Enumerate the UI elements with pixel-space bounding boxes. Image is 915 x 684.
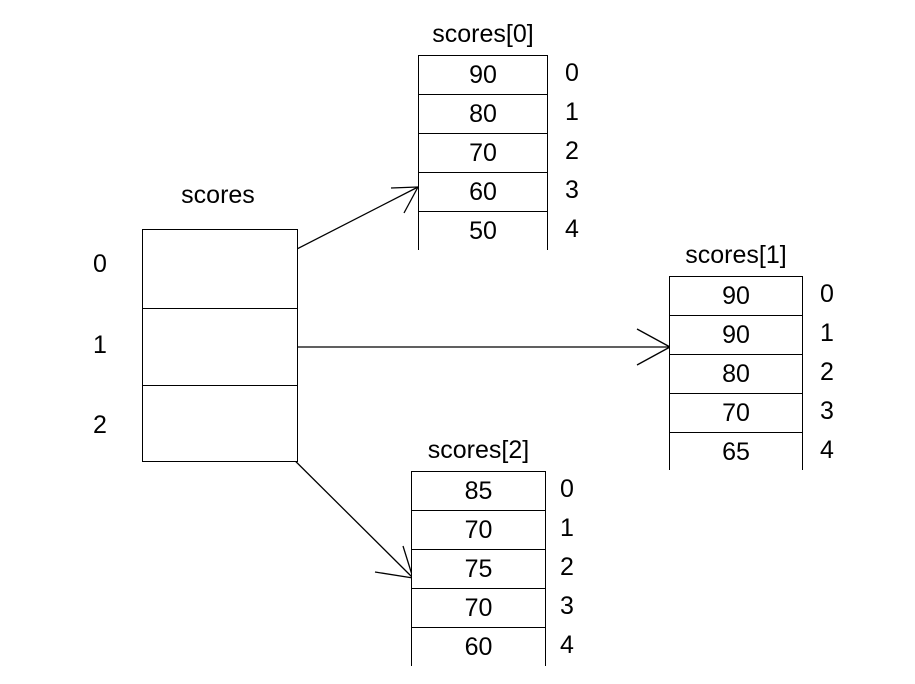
inner-array-1-index-4: 4 <box>820 436 834 464</box>
inner-array-1-box: 90 90 80 70 65 <box>669 276 803 471</box>
outer-array-title: scores <box>181 181 255 209</box>
inner-array-2-index-2: 2 <box>560 553 574 581</box>
inner-array-1-index-3: 3 <box>820 397 834 425</box>
inner-array-1-cell-4[interactable]: 65 <box>670 433 802 471</box>
inner-array-1-index-2: 2 <box>820 358 834 386</box>
inner-array-0-index-3: 3 <box>565 176 579 204</box>
inner-array-2-index-4: 4 <box>560 631 574 659</box>
inner-array-1-index-1: 1 <box>820 319 834 347</box>
arrow-to-scores-1 <box>251 328 671 366</box>
inner-array-1-index-0: 0 <box>820 280 834 308</box>
outer-array-index-0: 0 <box>93 250 107 278</box>
inner-array-0-cell-2[interactable]: 70 <box>419 134 547 173</box>
inner-array-0-cell-0[interactable]: 90 <box>419 56 547 95</box>
inner-array-2-cell-0[interactable]: 85 <box>412 472 545 511</box>
inner-array-2-cell-4[interactable]: 60 <box>412 628 545 667</box>
inner-array-0-index-0: 0 <box>565 59 579 87</box>
inner-array-0-cell-3[interactable]: 60 <box>419 173 547 212</box>
inner-array-0-index-2: 2 <box>565 137 579 165</box>
inner-array-2-index-0: 0 <box>560 475 574 503</box>
inner-array-1-cell-0[interactable]: 90 <box>670 277 802 316</box>
outer-array-cell-2[interactable] <box>143 386 297 460</box>
inner-array-2-index-3: 3 <box>560 592 574 620</box>
inner-array-2-box: 85 70 75 70 60 <box>411 471 546 667</box>
outer-array-cell-1[interactable] <box>143 309 297 386</box>
outer-array-cell-0[interactable] <box>143 230 297 309</box>
inner-array-2-cell-3[interactable]: 70 <box>412 589 545 628</box>
inner-array-1-cell-3[interactable]: 70 <box>670 394 802 433</box>
inner-array-1-title: scores[1] <box>685 241 787 269</box>
outer-array-box <box>142 229 298 462</box>
inner-array-0-box: 90 80 70 60 50 <box>418 55 548 251</box>
inner-array-0-title: scores[0] <box>432 20 534 48</box>
inner-array-2-index-1: 1 <box>560 514 574 542</box>
inner-array-1-cell-2[interactable]: 80 <box>670 355 802 394</box>
outer-array-index-1: 1 <box>93 331 107 359</box>
inner-array-0-cell-4[interactable]: 50 <box>419 212 547 251</box>
inner-array-2-cell-2[interactable]: 75 <box>412 550 545 589</box>
inner-array-2-cell-1[interactable]: 70 <box>412 511 545 550</box>
inner-array-0-index-1: 1 <box>565 98 579 126</box>
inner-array-0-index-4: 4 <box>565 215 579 243</box>
outer-array-index-2: 2 <box>93 411 107 439</box>
inner-array-1-cell-1[interactable]: 90 <box>670 316 802 355</box>
inner-array-0-cell-1[interactable]: 80 <box>419 95 547 134</box>
inner-array-2-title: scores[2] <box>427 436 530 464</box>
